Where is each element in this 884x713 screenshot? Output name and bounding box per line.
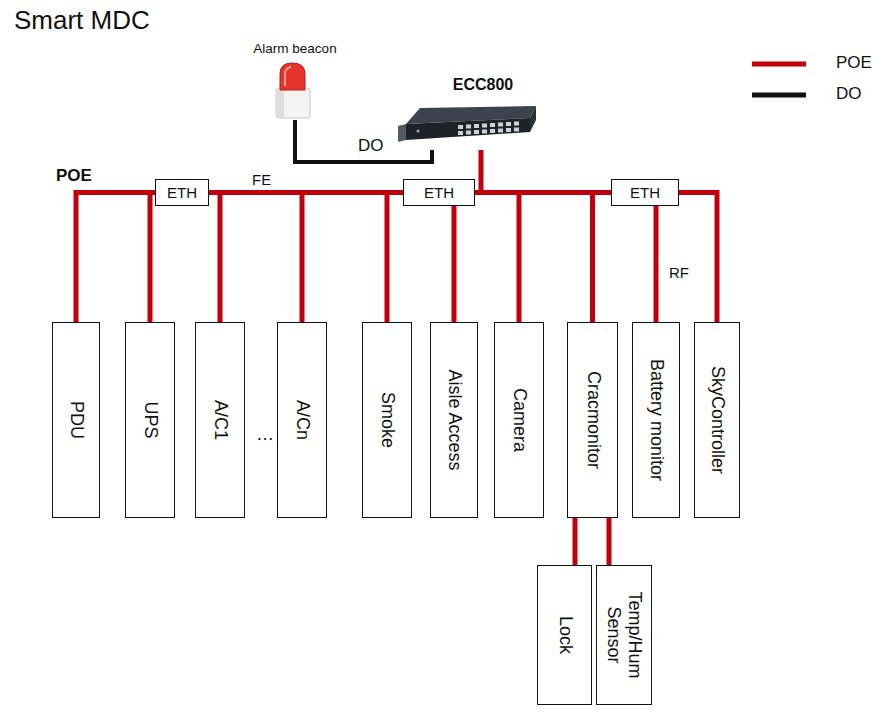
eth-switch: ETH [611,179,679,206]
box-label: A/Cn [292,329,313,511]
poe-cable [679,193,717,323]
device-box: UPS [125,322,175,518]
poe-cable [150,193,155,323]
poe-cable [607,518,612,565]
ellipsis-mark: … [254,425,276,445]
legend-text: POE [834,54,874,73]
box-label: Smoke [377,329,398,511]
eth-switch: ETH [155,179,209,206]
poe-cable [573,518,578,565]
device-label: ECC800 [398,76,540,94]
device-box: Battery monitor [632,322,680,518]
device-label: Alarm beacon [215,38,375,57]
sensor-box: Temp/Hum Sensor [596,565,652,705]
alarm-beacon: Alarm beacon [215,38,375,120]
box-label: PDU [66,329,87,511]
device-box: A/Cn [277,322,327,518]
diagram-title: Smart MDC [12,6,152,35]
controller-unit: ECC800 [398,76,540,150]
poe-cable [475,150,481,193]
signal-label: RF [667,265,691,282]
poe-cable [593,193,612,323]
poe-cable [475,193,519,323]
device-box: Aisle Access [430,322,478,518]
box-label: Cracmonitor [582,329,603,511]
box-label: Lock [554,572,575,698]
box-label: Battery monitor [646,329,667,511]
box-label: A/C1 [210,329,231,511]
do-legend-line [752,93,806,98]
box-label: ETH [424,184,454,201]
device-box: Cracmonitor [567,322,618,518]
poe-cable [302,193,403,323]
bus-label: POE [54,167,94,186]
signal-label: FE [250,172,273,189]
poe-cable [452,206,457,322]
poe-cable [387,193,403,323]
device-box: PDU [52,322,100,518]
poe-cable [209,193,220,323]
box-label: Temp/Hum Sensor [603,572,645,698]
device-box: A/C1 [195,322,245,518]
box-label: SkyController [707,329,728,511]
box-label: Camera [509,329,530,511]
eth-switch: ETH [403,179,475,206]
poe-legend-line [752,62,806,67]
device-box: Camera [494,322,544,518]
box-label: Aisle Access [444,329,465,511]
sensor-box: Lock [537,565,592,705]
box-label: ETH [630,184,660,201]
signal-label: DO [356,137,386,156]
device-box: SkyController [694,322,740,518]
box-label: ETH [167,184,197,201]
poe-cable [76,193,155,323]
poe-cable [654,206,659,322]
device-box: Smoke [362,322,412,518]
box-label: UPS [140,329,161,511]
legend-text: DO [834,85,864,104]
